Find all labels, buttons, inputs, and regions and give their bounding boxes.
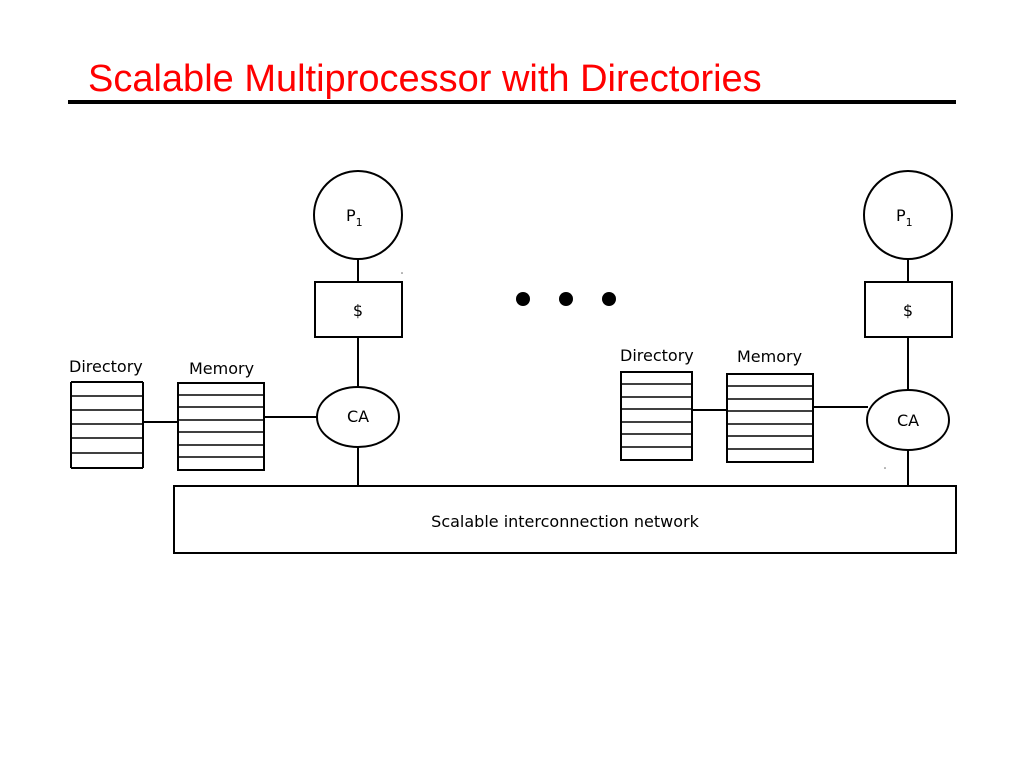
ellipsis-dot <box>602 292 616 306</box>
scan-speck <box>884 467 886 469</box>
processor-label: P1 <box>346 206 363 229</box>
memory-stack <box>726 373 814 463</box>
ellipsis-dots <box>516 292 616 306</box>
title-underline <box>68 100 956 104</box>
memory-label: Memory <box>737 347 802 366</box>
processor-circle <box>863 170 953 260</box>
node-right: P1 $ CA Directory Memory <box>620 170 953 486</box>
slide-title: Scalable Multiprocessor with Directories <box>88 58 762 100</box>
scan-speck <box>401 272 403 274</box>
interconnection-network-box <box>173 485 957 554</box>
ellipsis-dot <box>559 292 573 306</box>
interconnection-network-label: Scalable interconnection network <box>431 512 699 531</box>
node-left: P1 $ CA Directory Memory <box>69 170 403 486</box>
memory-stack <box>177 382 265 471</box>
cache-label: $ <box>353 301 363 320</box>
processor-circle <box>313 170 403 260</box>
communication-assist-label: CA <box>897 411 919 430</box>
communication-assist-label: CA <box>347 407 369 426</box>
directory-label: Directory <box>69 357 143 376</box>
cache-box <box>864 281 953 338</box>
communication-assist-ellipse <box>866 389 950 451</box>
cache-label: $ <box>903 301 913 320</box>
ellipsis-dot <box>516 292 530 306</box>
communication-assist-ellipse <box>316 386 400 448</box>
directory-stack <box>70 381 144 469</box>
memory-label: Memory <box>189 359 254 378</box>
directory-label: Directory <box>620 346 694 365</box>
cache-box <box>314 281 403 338</box>
processor-label: P1 <box>896 206 913 229</box>
directory-stack <box>620 371 693 461</box>
